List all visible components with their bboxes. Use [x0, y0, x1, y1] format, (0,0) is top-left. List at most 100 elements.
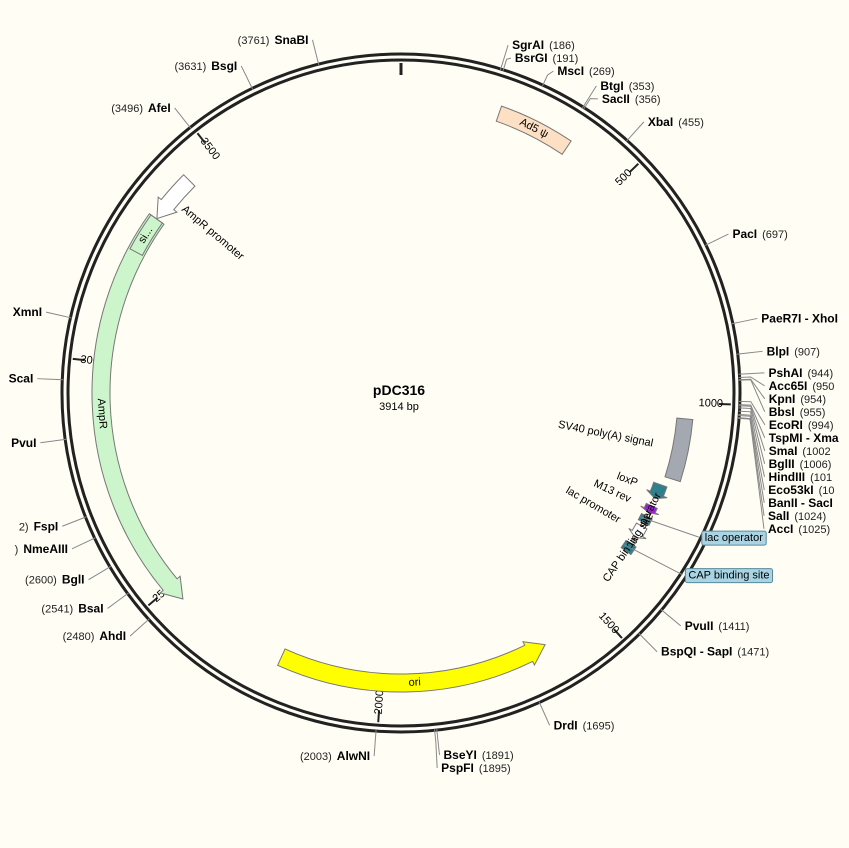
- site-pvuii[interactable]: PvuII(1411): [685, 619, 750, 633]
- site-position: (2600): [25, 575, 57, 587]
- feature-m13-rev[interactable]: [640, 502, 659, 516]
- site-blpi[interactable]: BlpI(907): [767, 344, 820, 358]
- site-leader: [738, 415, 765, 503]
- site-position: (1006): [800, 459, 832, 471]
- site-sgrai[interactable]: SgrAI(186): [512, 38, 575, 52]
- site-leader: [582, 85, 597, 109]
- site-bspqi-sapi[interactable]: BspQI - SapI(1471): [661, 645, 769, 659]
- site-bglii[interactable]: BglII(1006): [769, 457, 832, 471]
- site-leader: [738, 410, 765, 477]
- site-name: SnaBI: [274, 33, 308, 47]
- site-nmeaiii[interactable]: )NmeAIII: [15, 542, 68, 556]
- site-leader: [88, 565, 112, 581]
- feature-label-sv40-poly-a-signal: SV40 poly(A) signal: [557, 419, 654, 450]
- site-name: TspMI - Xma: [769, 431, 839, 445]
- site-smai[interactable]: SmaI(1002: [769, 444, 831, 458]
- site-fspi[interactable]: 2)FspI: [19, 519, 58, 533]
- site-leader: [738, 400, 766, 426]
- callout-box[interactable]: [684, 568, 774, 584]
- feature-sv40-poly-a-signal[interactable]: [664, 417, 694, 483]
- tick-mark: [72, 357, 85, 362]
- site-leader: [736, 350, 763, 355]
- site-kpni[interactable]: KpnI(954): [769, 392, 826, 406]
- site-position: (944): [807, 368, 833, 380]
- site-leader: [436, 729, 440, 756]
- site-ecori[interactable]: EcoRI(994): [769, 418, 834, 432]
- site-ahdi[interactable]: (2480)AhdI: [63, 629, 126, 643]
- site-alwni[interactable]: (2003)AlwNI: [300, 749, 370, 763]
- site-position: (101: [810, 472, 832, 484]
- feature-lac-promoter[interactable]: [628, 522, 648, 540]
- site-leader: [40, 438, 67, 444]
- site-leader: [638, 632, 658, 653]
- site-leader: [45, 311, 72, 319]
- site-name: DrdI: [554, 718, 578, 732]
- backbone-inner-ring: [66, 58, 736, 728]
- feature-ori[interactable]: [276, 641, 546, 693]
- site-pshai[interactable]: PshAI(944): [768, 366, 833, 380]
- site-name: PacI: [732, 227, 757, 241]
- site-leader: [738, 417, 765, 529]
- site-pspfi[interactable]: PspFI(1895): [441, 761, 510, 775]
- site-tspmi-xma[interactable]: TspMI - Xma: [769, 431, 839, 445]
- site-eco53ki[interactable]: Eco53kI(10: [768, 483, 834, 497]
- site-name: BbsI: [769, 405, 795, 419]
- site-sacii[interactable]: SacII(356): [602, 92, 661, 106]
- site-afei[interactable]: (3496)AfeI: [111, 101, 170, 115]
- tick-label: 2000: [373, 690, 387, 715]
- site-btgi[interactable]: BtgI(353): [600, 79, 654, 93]
- site-leader: [499, 44, 509, 71]
- site-name: BsaI: [78, 601, 103, 615]
- site-bsai[interactable]: (2541)BsaI: [41, 601, 103, 615]
- feature-ad5[interactable]: [495, 105, 572, 156]
- site-name: BsrGI: [515, 51, 548, 65]
- tick-mark: [629, 162, 640, 173]
- site-leader: [704, 233, 729, 246]
- site-scai[interactable]: ScaI: [9, 372, 34, 386]
- site-bsrgi[interactable]: BsrGI(191): [515, 51, 578, 65]
- site-name: SmaI: [769, 444, 798, 458]
- site-leader: [542, 70, 554, 87]
- site-paci[interactable]: PacI (697): [732, 227, 787, 241]
- site-snabi[interactable]: (3761)SnaBI: [238, 33, 309, 47]
- site-xbai[interactable]: XbaI(455): [648, 115, 704, 129]
- feature-si[interactable]: [129, 214, 164, 257]
- site-xmni[interactable]: XmnI: [13, 305, 42, 319]
- site-bsgi[interactable]: (3631)BsgI: [174, 59, 237, 73]
- site-drdi[interactable]: DrdI(1695): [554, 718, 615, 732]
- site-paer7i-xhoi[interactable]: PaeR7I - XhoI: [761, 311, 838, 325]
- site-leader: [373, 730, 377, 757]
- site-position: (994): [808, 420, 834, 432]
- feature-ampr-promoter[interactable]: [156, 174, 196, 220]
- site-bseyi[interactable]: BseYI(1891): [443, 748, 513, 762]
- site-leader: [312, 39, 320, 66]
- callout-label-lac-operator: lac operator: [705, 532, 763, 544]
- tick-mark: [147, 596, 159, 607]
- site-position: (455): [678, 117, 704, 129]
- feature-loxp[interactable]: [646, 481, 668, 500]
- site-sali[interactable]: SalI(1024): [768, 509, 826, 523]
- site-position: (950: [812, 381, 834, 393]
- site-leader: [738, 413, 765, 490]
- site-leader: [502, 57, 512, 71]
- site-acci[interactable]: AccI(1025): [768, 522, 830, 536]
- site-hindiii[interactable]: HindIII (101: [768, 470, 832, 484]
- site-bbsi[interactable]: BbsI(955): [769, 405, 826, 419]
- site-position: (697): [762, 229, 788, 241]
- site-leader: [738, 378, 766, 400]
- site-pvui[interactable]: PvuI: [11, 436, 36, 450]
- site-leader: [71, 537, 96, 550]
- site-leader: [738, 405, 766, 452]
- feature-label-cap-binding-site: CAP binding site: [601, 510, 656, 584]
- callout-box[interactable]: [701, 530, 767, 546]
- site-leader: [37, 378, 64, 381]
- site-msci[interactable]: MscI(269): [557, 64, 614, 78]
- site-bgli[interactable]: (2600)BglI: [25, 573, 84, 587]
- site-name: HindIII: [768, 470, 805, 484]
- backbone-outer-ring: [60, 52, 742, 734]
- site-name: BlpI: [767, 344, 790, 358]
- site-banii-saci[interactable]: BanII - SacI: [768, 496, 833, 510]
- site-acc65i[interactable]: Acc65I(950: [769, 379, 835, 393]
- callout-leader: [640, 516, 699, 538]
- feature-ampr[interactable]: [91, 213, 184, 600]
